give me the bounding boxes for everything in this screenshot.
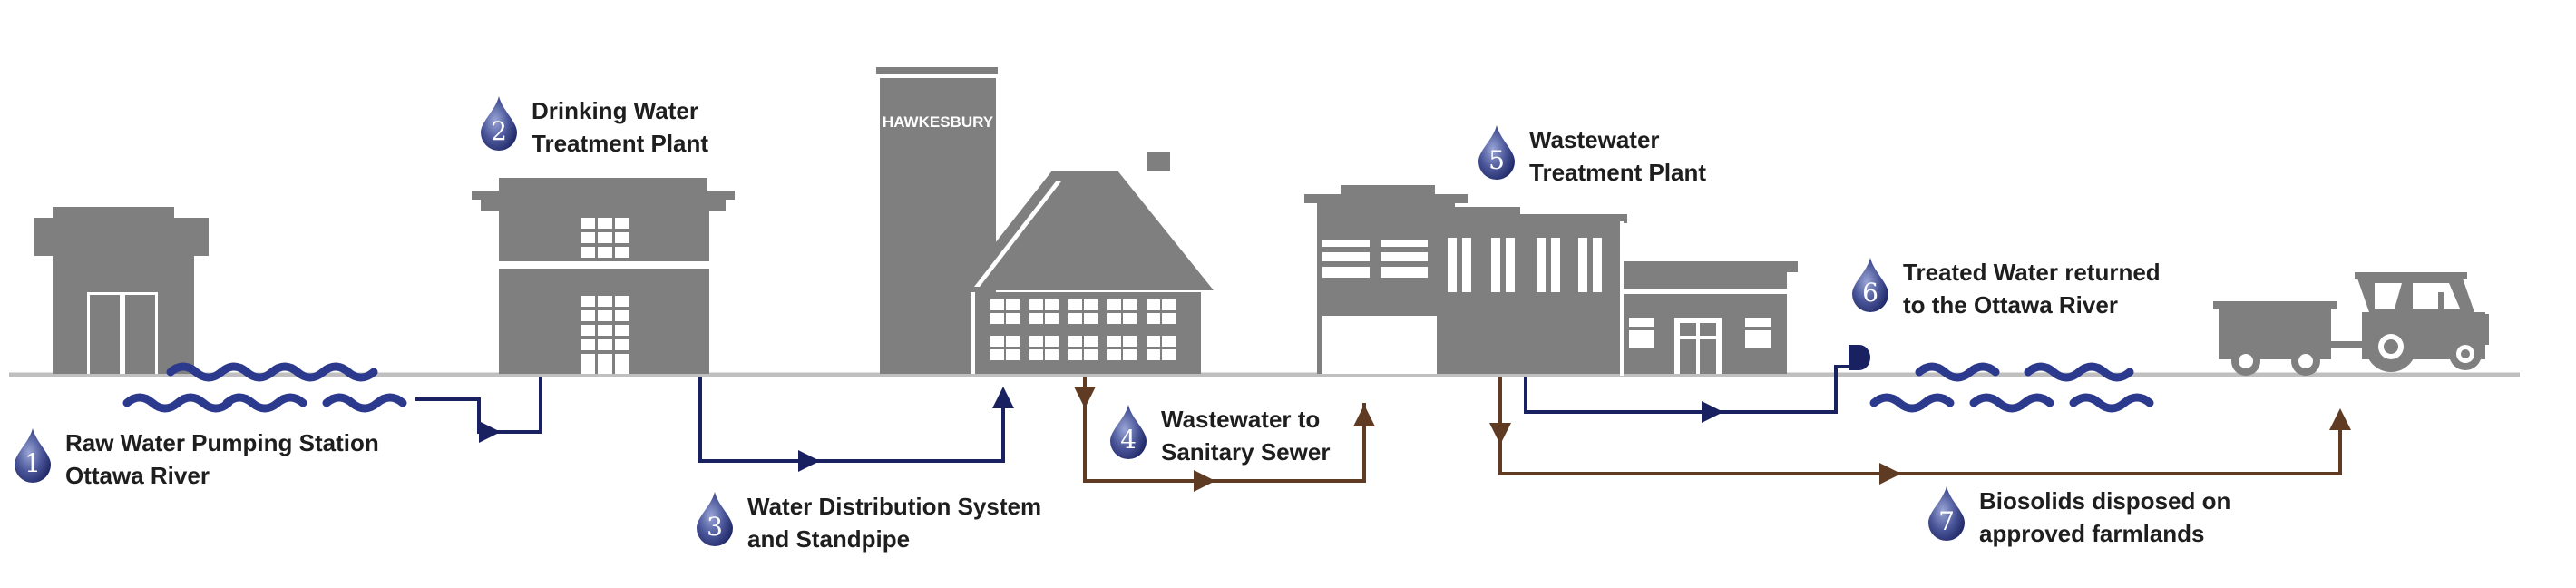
step-label-line1: Drinking Water (532, 97, 698, 124)
flow-raw-to-treatment (415, 377, 542, 434)
step-number: 1 (24, 448, 41, 478)
step-label-line2: Treatment Plant (532, 130, 709, 157)
step-treated-water-returned: 6 Treated Water returned to the Ottawa R… (1850, 256, 2161, 321)
water-drop-icon: 5 (1477, 123, 1517, 180)
tractor-icon (2213, 272, 2489, 376)
pumping-station-building (34, 207, 209, 374)
wastewater-plant-building (1304, 185, 1798, 376)
arrow-right-icon (798, 450, 820, 472)
step-drinking-water-plant: 2 Drinking Water Treatment Plant (479, 94, 708, 160)
step-number: 7 (1938, 506, 1955, 536)
flow-house-to-sewer (1083, 377, 1366, 483)
arrow-right-icon (1194, 470, 1215, 492)
arrow-up-icon (992, 387, 1014, 408)
step-label: Water Distribution System and Standpipe (747, 490, 1041, 555)
outfall-icon (1849, 345, 1870, 370)
step-water-distribution: 3 Water Distribution System and Standpip… (695, 490, 1041, 555)
step-label: Wastewater Treatment Plant (1529, 123, 1706, 189)
step-number: 5 (1488, 145, 1505, 175)
tower-sign: HAWKESBURY (883, 113, 994, 131)
drinking-water-plant-building (472, 178, 735, 374)
house-building (958, 152, 1221, 374)
step-label-line2: approved farmlands (1979, 520, 2205, 547)
step-wastewater-sewer: 4 Wastewater to Sanitary Sewer (1108, 403, 1330, 468)
water-drop-icon: 4 (1108, 403, 1148, 459)
step-biosolids: 7 Biosolids disposed on approved farmlan… (1927, 485, 2230, 550)
step-number: 2 (491, 116, 507, 146)
arrow-up-icon (1353, 405, 1375, 426)
step-number: 3 (707, 512, 723, 542)
step-number: 6 (1862, 278, 1878, 308)
step-label-line1: Raw Water Pumping Station (65, 429, 379, 456)
river-waves-right (1869, 362, 2154, 413)
water-drop-icon: 6 (1850, 256, 1890, 312)
step-label-line2: Treatment Plant (1529, 159, 1707, 186)
step-wastewater-plant: 5 Wastewater Treatment Plant (1477, 123, 1706, 189)
arrow-up-icon (2329, 408, 2351, 430)
arrow-right-icon (1702, 401, 1723, 423)
water-drop-icon: 3 (695, 490, 735, 546)
step-label-line1: Wastewater (1529, 126, 1660, 153)
step-raw-water-pumping: 1 Raw Water Pumping Station Ottawa River (13, 426, 379, 492)
river-waves-left (122, 362, 407, 413)
arrow-down-icon (1489, 423, 1511, 445)
step-label-line1: Biosolids disposed on (1979, 487, 2231, 514)
step-label: Raw Water Pumping Station Ottawa River (65, 426, 379, 492)
step-number: 4 (1120, 425, 1137, 455)
flow-plant-to-farm (1498, 377, 2342, 475)
step-label-line1: Water Distribution System (747, 493, 1042, 520)
arrow-right-icon (1879, 463, 1901, 485)
arrow-right-icon (479, 421, 501, 443)
step-label: Wastewater to Sanitary Sewer (1161, 403, 1330, 468)
step-label-line1: Treated Water returned (1903, 259, 2161, 286)
step-label-line2: and Standpipe (747, 525, 911, 553)
water-drop-icon: 2 (479, 94, 519, 151)
step-label: Treated Water returned to the Ottawa Riv… (1903, 256, 2161, 321)
arrow-down-icon (1074, 387, 1096, 408)
water-drop-icon: 7 (1927, 485, 1966, 541)
step-label-line2: Sanitary Sewer (1161, 438, 1331, 466)
step-label: Biosolids disposed on approved farmlands (1979, 485, 2230, 550)
flow-treatment-to-distribution (698, 377, 1005, 463)
step-label: Drinking Water Treatment Plant (532, 94, 708, 160)
step-label-line1: Wastewater to (1161, 406, 1321, 433)
step-label-line2: to the Ottawa River (1903, 291, 2118, 318)
step-label-line2: Ottawa River (65, 462, 210, 489)
water-drop-icon: 1 (13, 426, 53, 483)
